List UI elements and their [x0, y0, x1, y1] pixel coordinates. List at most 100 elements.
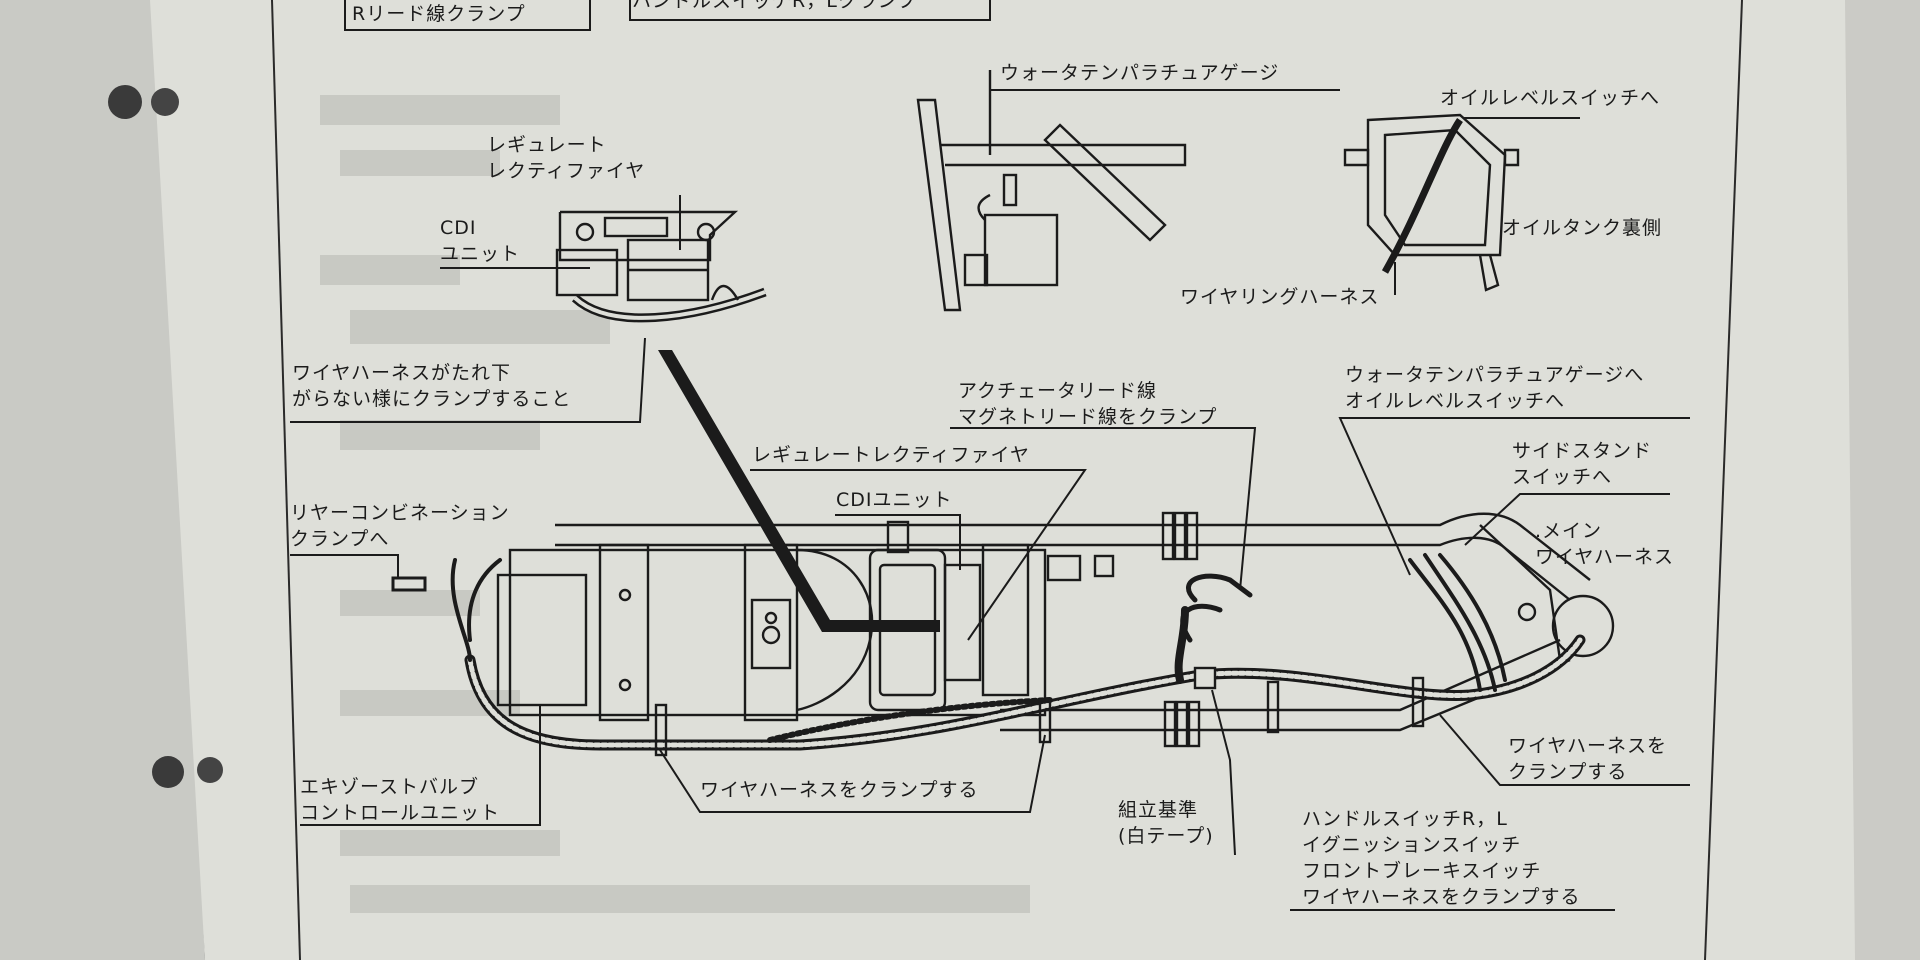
leader-clamp-right: [1439, 714, 1690, 786]
harness-connector-left: [391, 576, 427, 592]
wire-harness: [391, 553, 1586, 757]
leader-exhaust-valve: [300, 705, 541, 826]
inset2-gauge-body: [983, 213, 1059, 287]
harness-rise: [1174, 606, 1189, 684]
leader-side-stand: [1464, 493, 1670, 546]
inset1-bolt-1: [575, 222, 595, 242]
exhaust-unit-panel: [496, 573, 588, 707]
ghost-block-3: [320, 255, 460, 285]
ghost-block-8: [340, 830, 560, 856]
bracket-bolt-2: [761, 625, 781, 645]
label-handle-switch-clamp-top: ハンドルスイッチR，Lクランプ: [632, 0, 918, 12]
handle-switch-clamp-box: [629, 0, 991, 21]
inset1-window: [603, 216, 669, 238]
clamp-1: [654, 703, 668, 757]
harness-main-inner: [467, 637, 1583, 748]
harness-dotted-route: [767, 697, 1053, 743]
leader-harness-no-sag: [290, 337, 646, 423]
inset1-bracket: [558, 210, 739, 262]
bracket-bolt-1: [764, 611, 778, 625]
collar-upper-3: [1185, 511, 1199, 561]
bracket-plate: [750, 598, 792, 670]
binder-hole-3: [152, 756, 184, 788]
binder-hole-1: [108, 85, 142, 119]
inset3-mount-tab-left: [1343, 148, 1370, 167]
left-page: [0, 0, 205, 960]
clamp-4: [1411, 676, 1425, 728]
leader-assembly-reference: [1211, 689, 1236, 856]
r-lead-clamp-box: [344, 0, 591, 31]
thick-leader-arrow: [658, 350, 940, 632]
steering-head-inner: [1517, 602, 1537, 622]
inset3-mount-tab-right: [1503, 148, 1520, 167]
inset-water-gauge: [916, 70, 1340, 312]
side-bracket: [981, 543, 1030, 697]
frame-left-line: [271, 0, 301, 960]
collar-lower-2: [1175, 700, 1189, 748]
label-assembly-reference: 組立基準 (白テープ): [1118, 799, 1214, 847]
collar-upper-1: [1161, 511, 1175, 561]
ghost-block-9: [350, 885, 1030, 913]
main-page: [150, 0, 1920, 960]
clamp-3: [1266, 680, 1280, 734]
inset-cdi-rectifier: [440, 195, 767, 323]
frame-right-line: [1704, 0, 1743, 960]
cdi-holder-top-tab: [886, 520, 910, 554]
inset-oil-tank: [1343, 113, 1580, 295]
label-harness-no-sag: ワイヤハーネスがたれ下 がらない様にクランプすること: [292, 362, 572, 410]
bracket-slot-2: [1093, 554, 1115, 578]
label-regulate-rectifier-inset: レギュレート レクティファイヤ: [487, 134, 646, 182]
head-gusset: [1479, 524, 1562, 661]
leader-to-gauge: [1338, 417, 1690, 576]
inset2-cross-tube: [940, 143, 1187, 167]
page-frame: [271, 0, 1743, 960]
ghost-block-1: [320, 95, 560, 125]
collar-upper-2: [1173, 511, 1187, 561]
inset1-harness-core: [573, 290, 766, 320]
inset2-lead: [977, 70, 992, 221]
leader-clamp-bottom: [659, 734, 1046, 813]
label-regulate-rectifier-main: レギュレートレクティファイヤ: [752, 444, 1030, 466]
harness-front-wires: [1408, 553, 1507, 692]
clamp-2: [1038, 698, 1052, 744]
label-cdi-unit-main: CDIユニット: [836, 489, 953, 511]
inset3-lower-tab: [1478, 254, 1500, 292]
inset1-clamp: [710, 284, 740, 301]
binder-hole-4: [197, 757, 223, 783]
leader-cdi-main: [835, 514, 961, 570]
strap-1-bolt-top: [618, 588, 632, 602]
inset2-sender: [1002, 173, 1018, 207]
inset3-cable: [1381, 118, 1463, 274]
leader-regulate-main: [750, 469, 1087, 641]
label-cdi-unit-inset: CDI ユニット: [440, 217, 521, 265]
top-label-lines: [344, 0, 991, 31]
label-clamp-harness-right: ワイヤハーネスを クランプする: [1508, 735, 1668, 783]
label-to-gauge-and-switch: ウォータテンパラチュアゲージへ オイルレベルスイッチへ: [1345, 364, 1645, 412]
label-r-lead-clamp: Rリード線クランプ: [352, 3, 526, 25]
collar-lower-1: [1163, 700, 1177, 748]
label-to-oil-level-switch: オイルレベルスイッチへ: [1440, 87, 1661, 109]
binder-hole-2: [151, 88, 179, 116]
ghost-print: [320, 95, 1030, 913]
inset3-tank-outline: [1366, 113, 1507, 257]
inset2-diag-tube: [1043, 123, 1167, 242]
inset2-frame-tube: [916, 98, 962, 312]
ghost-block-4: [350, 310, 610, 344]
label-to-rear-combination: リヤーコンビネーション クランプへ: [290, 502, 510, 550]
inset1-cdi-body: [555, 248, 619, 297]
callout-leaders: [290, 337, 1690, 911]
bracket-slot-1: [1046, 554, 1082, 582]
inset2-gauge-base: [963, 253, 989, 287]
leader-rear-combination: [290, 554, 399, 578]
label-to-side-stand-switch: サイドスタンド スイッチへ: [1512, 440, 1653, 488]
strap-1: [598, 543, 650, 722]
label-actuator-magneto-clamp: アクチェータリード線 マグネトリード線をクランプ: [958, 380, 1218, 428]
steering-head: [1551, 594, 1615, 658]
ghost-block-5: [340, 420, 540, 450]
harness-left-branch: [450, 558, 502, 662]
leader-actuator-clamp: [950, 427, 1257, 591]
label-wiring-harness-inset: ワイヤリングハーネス: [1180, 286, 1380, 308]
collar-lower-3: [1187, 700, 1201, 748]
